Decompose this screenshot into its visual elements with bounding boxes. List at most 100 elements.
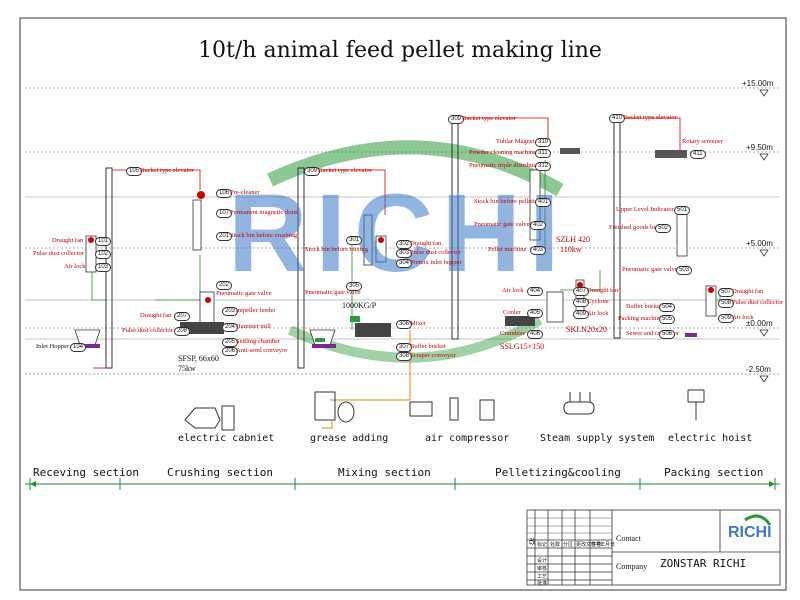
title-block-header: 处数 — [550, 543, 561, 548]
equipment-label: Rotary screener — [682, 138, 723, 145]
equipment-label: Hammer mill — [236, 323, 271, 330]
title-block-rev-mark: 改 — [529, 538, 536, 546]
equipment-label: Pneumatic triple distributor — [469, 162, 541, 169]
callout-number: 508 — [718, 299, 735, 308]
company-label: Company — [616, 562, 648, 571]
equipment-label: Sewer and conveyor — [626, 330, 680, 337]
callout-number: 411 — [690, 150, 706, 159]
callout-number: 308 — [396, 352, 413, 361]
callout-number: 204 — [222, 323, 239, 332]
equipment-label: Air lock — [732, 314, 754, 321]
company-name: ZONSTAR RICHI — [660, 557, 747, 570]
equipment-label: Mixer — [410, 320, 426, 327]
equipment-label: Permanent magnetic drum — [230, 209, 299, 216]
equipment-label: Crumbler — [500, 330, 525, 337]
equipment-label: Air lock — [587, 310, 609, 317]
callout-number: 403 — [530, 246, 547, 255]
equipment-label: Air lock — [64, 263, 86, 270]
equipment-label: Stock bin before pelleting — [474, 198, 542, 205]
equipment-label: Pneumatic gate valve — [305, 289, 361, 296]
equipment-label: Draught fan — [52, 237, 84, 244]
callout-number: 307 — [396, 343, 413, 352]
equipment-label: Upper Level Indicator — [616, 206, 674, 213]
callout-number: 305 — [346, 282, 363, 291]
equipment-label: Pulse dust collector — [33, 250, 84, 257]
equipment-label: Pulse dust collector — [122, 327, 173, 334]
callout-number: 405 — [527, 309, 544, 318]
callout-number: 101 — [95, 237, 112, 246]
pellet-model: SZLH 420 — [556, 235, 590, 244]
aux-label-electric-cabinet: electric cabniet — [178, 433, 275, 444]
callout-number: 501 — [674, 206, 691, 215]
title-block-design: 设计 — [537, 559, 548, 564]
level-label: +9.50m — [746, 143, 773, 152]
equipment-label: Scraper conveyor — [410, 352, 456, 359]
callout-number: 504 — [659, 303, 676, 312]
level-label: ±0.00m — [746, 319, 773, 328]
callout-number: 306 — [396, 320, 413, 329]
callout-number: 302 — [396, 240, 413, 249]
callout-number: 303 — [396, 249, 413, 258]
equipment-label: impeller feeder — [236, 307, 276, 314]
equipment-label: Pellet machine — [488, 246, 527, 253]
aux-label-grease-adding: grease adding — [310, 433, 389, 444]
richi-watermark: RICHI — [228, 172, 568, 295]
callout-number: 207 — [174, 312, 191, 321]
callout-number: 208 — [174, 327, 191, 336]
equipment-label: Buffer bucket — [626, 303, 662, 310]
equipment-label: Cooler — [503, 309, 521, 316]
title-block-header: 更改文件号 — [576, 543, 602, 548]
equipment-label: Pulse dust collector — [410, 249, 461, 256]
equipment-label: Inlet Hopper — [36, 343, 70, 350]
section-packing: Packing section — [664, 466, 764, 479]
equipment-label: Anti-send conveyor — [236, 347, 288, 354]
equipment-label: Bucket type elevator — [462, 115, 516, 122]
callout-number: 310 — [535, 138, 552, 147]
level-label: +15.00m — [742, 79, 774, 88]
equipment-label: Pre-cleaner — [230, 189, 260, 196]
title-block-header: 标记 — [537, 543, 548, 548]
callout-number: 410 — [609, 114, 626, 123]
equipment-label: Pneumatic gate valve — [216, 290, 272, 297]
callout-number: 202 — [216, 281, 233, 290]
title-block-ratify: 批准 — [537, 582, 548, 587]
aux-label-air-compressor: air compressor — [425, 433, 510, 444]
level-label: -2.50m — [746, 365, 771, 374]
callout-number: 507 — [718, 288, 735, 297]
callout-number: 107 — [216, 209, 233, 218]
callout-number: 311 — [535, 149, 551, 158]
callout-number: 503 — [676, 266, 693, 275]
section-mixing: Mixing section — [338, 466, 431, 479]
callout-number: 312 — [535, 162, 552, 171]
section-crushing: Crushing section — [167, 466, 273, 479]
callout-number: 201 — [216, 232, 233, 241]
mixer-capacity: 1000KG/P — [342, 301, 377, 310]
callout-number: 401 — [535, 198, 552, 207]
equipment-label: Stock bin before mixing — [305, 246, 369, 253]
aux-label-steam-supply: Steam supply system — [540, 433, 655, 444]
equipment-label: Draught fan — [732, 288, 764, 295]
level-label: +5.00m — [746, 239, 773, 248]
callout-number: 309 — [304, 167, 321, 176]
cooler-model: SKLN20x20 — [566, 325, 607, 334]
callout-number: 304 — [396, 259, 413, 268]
equipment-label: Bucket type elevator — [140, 167, 194, 174]
equipment-label: Finished goods bin — [609, 224, 659, 231]
richi-logo: RICHI — [728, 524, 772, 541]
title-block-review: 审核 — [537, 567, 548, 572]
callout-number: 505 — [659, 315, 676, 324]
callout-number: 509 — [718, 314, 735, 323]
equipment-label: Packing machine — [618, 315, 663, 322]
equipment-label: Bucket type elevator — [623, 114, 677, 121]
callout-number: 205 — [222, 338, 239, 347]
callout-number: 506 — [659, 330, 676, 339]
callout-number: 206 — [222, 347, 239, 356]
equipment-label: Powder cleaning machine — [469, 149, 537, 156]
callout-number: 301 — [346, 236, 363, 245]
callout-number: 105 — [126, 167, 143, 176]
equipment-label: Premix inlet hopper — [410, 259, 462, 266]
callout-number: 102 — [95, 250, 112, 259]
title-block-header: 分区 — [563, 543, 574, 548]
aux-label-electric-hoist: electric hoist — [668, 433, 753, 444]
